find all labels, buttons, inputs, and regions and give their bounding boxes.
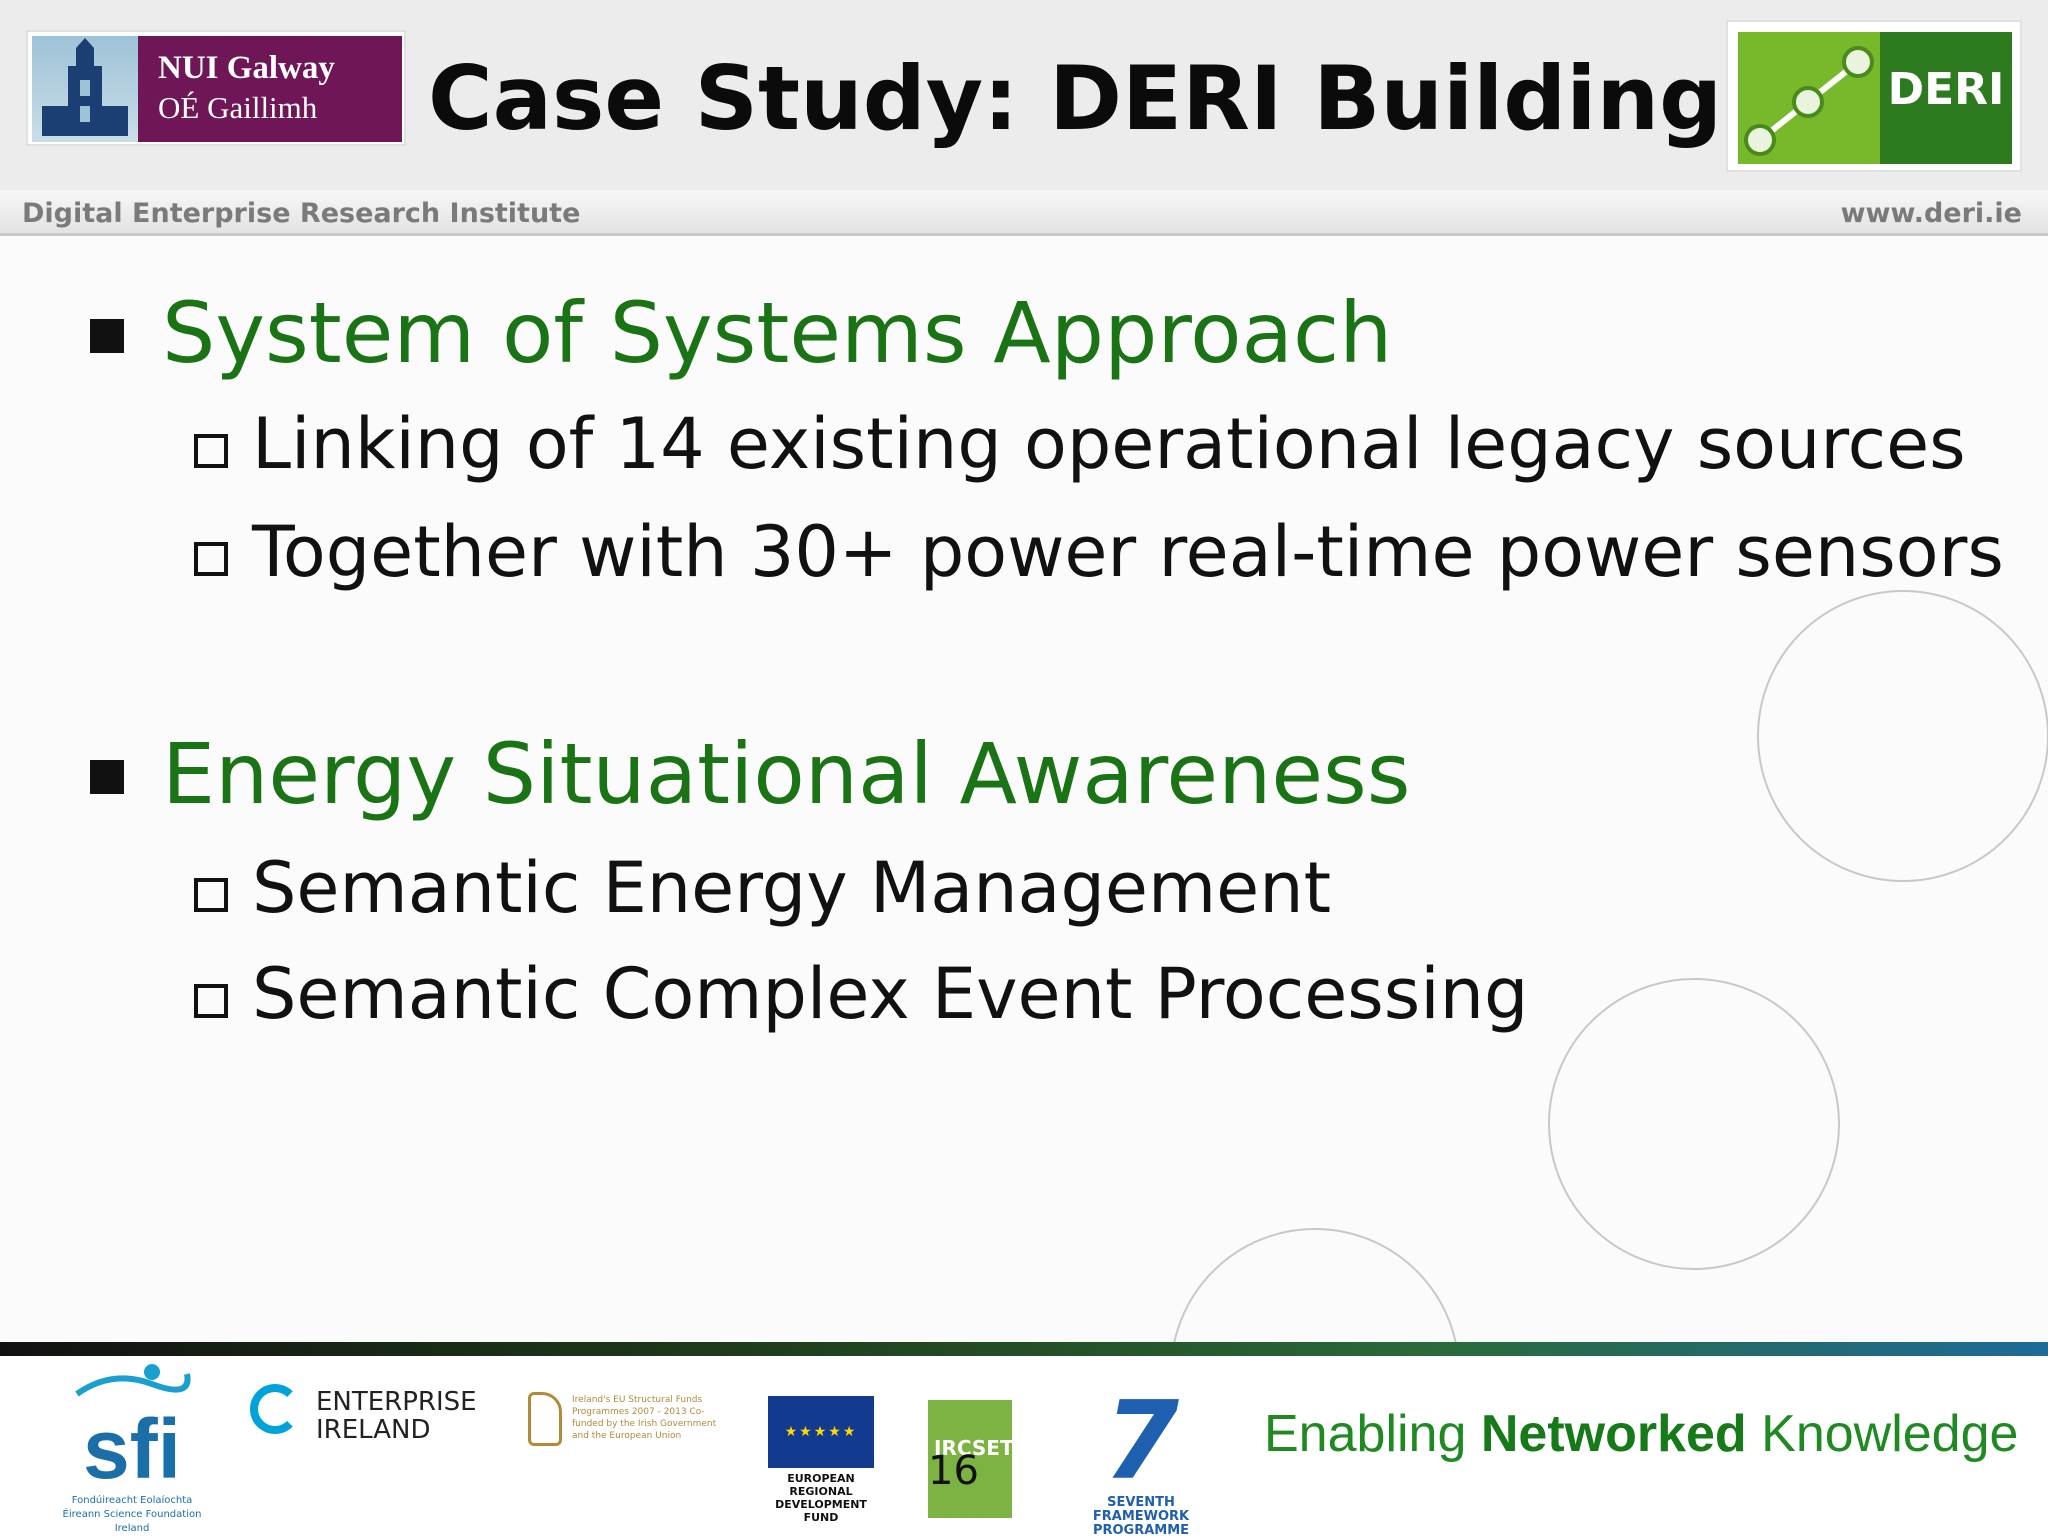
ircset-logo: IRCSET [928, 1400, 1014, 1518]
swoosh-icon [75, 1364, 191, 1397]
nui-galway-logo: NUI Galway OÉ Gaillimh [26, 30, 406, 146]
erdf-text: EUROPEAN REGIONAL DEVELOPMENT FUND [775, 1472, 867, 1524]
structural-funds-logo: Ireland's EU Structural Funds Programmes… [528, 1384, 728, 1454]
hollow-square-bullet-icon [194, 434, 228, 468]
hollow-square-bullet-icon [194, 878, 228, 912]
university-irish-name: OÉ Gaillimh [158, 90, 318, 125]
institute-bar: Digital Enterprise Research Institute ww… [0, 190, 2048, 236]
deri-logo: DERI [1726, 20, 2022, 172]
erdf-logo: ★★★★★ EUROPEAN REGIONAL DEVELOPMENT FUND [768, 1396, 874, 1524]
enterprise-ireland-logo: ENTERPRISE IRELAND [250, 1374, 477, 1454]
slide-title: Case Study: DERI Building [428, 47, 1723, 150]
fp7-text: SEVENTH FRAMEWORK PROGRAMME [1092, 1495, 1190, 1536]
fp7-seven-icon: 7 [1104, 1379, 1180, 1504]
institute-name: Digital Enterprise Research Institute [22, 198, 581, 229]
sfi-logo: sfi Fondúireacht Eolaíochta Éireann Scie… [52, 1364, 212, 1534]
decorative-circle [1548, 978, 1840, 1270]
hollow-square-bullet-icon [194, 984, 228, 1018]
tower-icon [32, 36, 138, 142]
enterprise-ireland-text: ENTERPRISE IRELAND [316, 1387, 477, 1445]
university-name: NUI Galway [158, 50, 335, 86]
enterprise-ireland-icon [250, 1384, 300, 1434]
square-bullet-icon [90, 760, 124, 794]
website-url: www.deri.ie [1840, 198, 2022, 229]
fp7-logo: 7 SEVENTH FRAMEWORK PROGRAMME [1064, 1388, 1224, 1536]
ircset-text: IRCSET [928, 1400, 1014, 1518]
sfi-subtext: Fondúireacht Eolaíochta Éireann Science … [62, 1495, 202, 1534]
decorative-circle [1757, 590, 2048, 882]
page-number: 16 [928, 1448, 979, 1494]
eu-flag-icon: ★★★★★ [768, 1396, 874, 1468]
footer-divider [0, 1342, 2048, 1356]
sponsor-footer: sfi Fondúireacht Eolaíochta Éireann Scie… [0, 1356, 2048, 1536]
harp-icon [528, 1392, 562, 1446]
sfi-wordmark: sfi [82, 1402, 182, 1496]
slide-header: NUI Galway OÉ Gaillimh Case Study: DERI … [0, 0, 2048, 190]
square-bullet-icon [90, 319, 124, 353]
hollow-square-bullet-icon [194, 542, 228, 576]
deri-slogan: Enabling Networked Knowledge [1264, 1405, 2019, 1463]
structural-funds-text: Ireland's EU Structural Funds Programmes… [572, 1395, 717, 1441]
deri-logo-text: DERI [1887, 64, 2005, 115]
network-nodes-icon [1738, 32, 1880, 164]
